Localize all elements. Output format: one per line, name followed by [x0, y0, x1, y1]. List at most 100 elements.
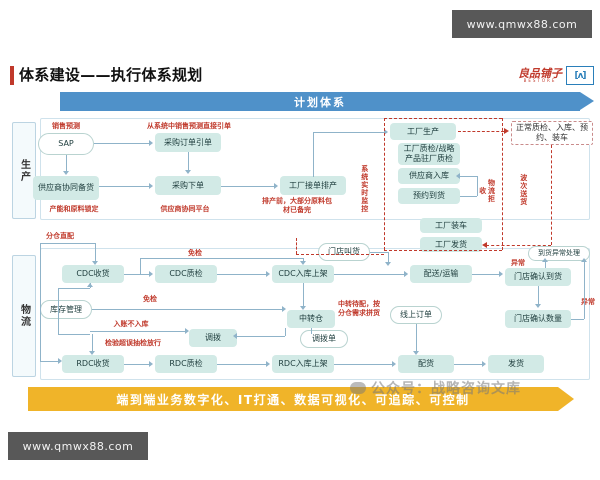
connector [58, 288, 59, 334]
arrowhead-icon [233, 333, 237, 339]
arrowhead-icon [504, 128, 509, 134]
node-arrival-exception[interactable]: 到货异常处理 [528, 246, 590, 261]
arrowhead-icon [300, 306, 306, 310]
node-delivery-transport[interactable]: 配送/运输 [410, 265, 472, 283]
anno-transit-pending: 中转待配，按分仓需求拼货 [338, 300, 380, 317]
arrowhead-icon [404, 271, 408, 277]
arrowhead-icon [384, 129, 388, 135]
connector [545, 262, 546, 268]
red-connector [551, 145, 552, 245]
footer-banner [28, 387, 558, 411]
red-connector [384, 118, 385, 250]
plan-system-banner [60, 92, 580, 111]
arrowhead-icon [63, 171, 69, 175]
anno-sales-forecast: 销售预测 [52, 122, 80, 130]
connector [94, 143, 149, 144]
node-shipping[interactable]: 发货 [488, 355, 544, 373]
arrowhead-icon [149, 271, 153, 277]
connector [40, 361, 58, 362]
anno-realtime-monitor: 系统实时监控 [360, 165, 369, 213]
page-title: 体系建设——执行体系规划 [19, 66, 203, 84]
arrowhead-icon [149, 140, 153, 146]
arrowhead-icon [58, 358, 62, 364]
connector [313, 132, 314, 177]
node-factory-schedule[interactable]: 工厂接单排产 [280, 176, 346, 195]
connector [285, 328, 286, 336]
red-connector [384, 118, 502, 119]
node-appointment-arrival[interactable]: 预约到货 [398, 188, 460, 204]
node-rdc-receive[interactable]: RDC收货 [62, 355, 124, 373]
connector [460, 176, 477, 177]
logo-english-text: BESTORE [523, 78, 557, 83]
node-factory-production[interactable]: 工厂生产 [390, 123, 456, 140]
logo-bracket-icon: [ʌ] [566, 66, 594, 85]
node-rdc-qc[interactable]: RDC质检 [155, 355, 217, 373]
anno-wave-delivery: 波次送货 [519, 174, 528, 206]
node-transit-warehouse[interactable]: 中转仓 [287, 310, 335, 328]
connector [221, 186, 274, 187]
red-connector [296, 238, 297, 254]
anno-exempt-2: 免检 [143, 295, 157, 303]
plan-system-banner-label: 计划体系 [294, 95, 346, 109]
node-sap[interactable]: SAP [38, 133, 94, 155]
node-rdc-shelf[interactable]: RDC入库上架 [272, 355, 334, 373]
arrowhead-icon [92, 261, 98, 265]
anno-from-system: 从系统中销售预测直接引单 [147, 122, 231, 130]
node-po-place[interactable]: 采购下单 [155, 176, 221, 195]
red-connector [384, 250, 502, 251]
connector [40, 243, 41, 361]
connector [92, 309, 282, 310]
anno-supplier-platform: 供应商协同平台 [160, 205, 210, 213]
rail-production-label: 生产 [18, 158, 30, 183]
arrowhead-icon [149, 183, 153, 189]
node-store-confirm-arrival[interactable]: 门店确认到货 [505, 268, 571, 286]
production-section-box [40, 118, 590, 220]
connector [416, 324, 417, 351]
connector [188, 152, 189, 170]
node-online-order[interactable]: 线上订单 [390, 306, 442, 324]
arrowhead-icon [185, 170, 191, 174]
node-inventory-management[interactable]: 库存管理 [40, 300, 92, 319]
node-transfer[interactable]: 调拨 [189, 329, 237, 347]
connector [99, 186, 149, 187]
node-factory-shipping[interactable]: 工厂发货 [420, 237, 482, 252]
footer-banner-arrow-icon [558, 387, 574, 411]
red-connector [486, 245, 551, 246]
connector [217, 364, 266, 365]
connector [571, 319, 584, 320]
connector [58, 288, 90, 289]
connector [538, 286, 539, 304]
connector [124, 364, 149, 365]
node-supplier-inbound[interactable]: 供应商入库 [398, 168, 460, 184]
anno-book-no-stock: 入账不入库 [113, 320, 149, 328]
arrowhead-icon [535, 304, 541, 308]
node-cdc-shelf[interactable]: CDC入库上架 [272, 265, 334, 283]
node-factory-loading[interactable]: 工厂装车 [420, 218, 482, 233]
connector [303, 283, 304, 306]
node-picking[interactable]: 配货 [398, 355, 454, 373]
node-transfer-order[interactable]: 调拨单 [300, 330, 348, 348]
anno-exempt-1: 免检 [188, 249, 202, 257]
node-supplier-prep[interactable]: 供应商协同备货 [33, 176, 99, 200]
node-cdc-receive[interactable]: CDC收货 [62, 265, 124, 283]
anno-inspect-exception: 检验超误抽检放行 [105, 339, 161, 347]
node-factory-qc[interactable]: 工厂质检/战略产品驻厂质检 [398, 143, 460, 165]
watermark-bottom: www.qmwx88.com [8, 432, 148, 460]
anno-capacity-lock: 产能和原料锁定 [49, 205, 99, 213]
node-cdc-qc[interactable]: CDC质检 [155, 265, 217, 283]
node-store-confirm-qty[interactable]: 门店确认数量 [505, 310, 571, 328]
node-store-call[interactable]: 门店叫货 [318, 243, 370, 261]
arrowhead-icon [266, 361, 270, 367]
connector [303, 258, 304, 262]
connector [92, 334, 93, 351]
connector [217, 274, 266, 275]
arrowhead-icon [87, 283, 93, 287]
arrowhead-icon [413, 351, 419, 355]
anno-logistics-reject: 物流拒收 [478, 179, 496, 203]
node-po-draw[interactable]: 采购订单引单 [155, 133, 221, 152]
connector [454, 364, 482, 365]
connector [40, 243, 95, 244]
arrowhead-icon [185, 328, 189, 334]
arrowhead-icon [581, 258, 587, 262]
node-normal-qc-inbound[interactable]: 正常质检、入库、预约、装车 [511, 121, 593, 145]
